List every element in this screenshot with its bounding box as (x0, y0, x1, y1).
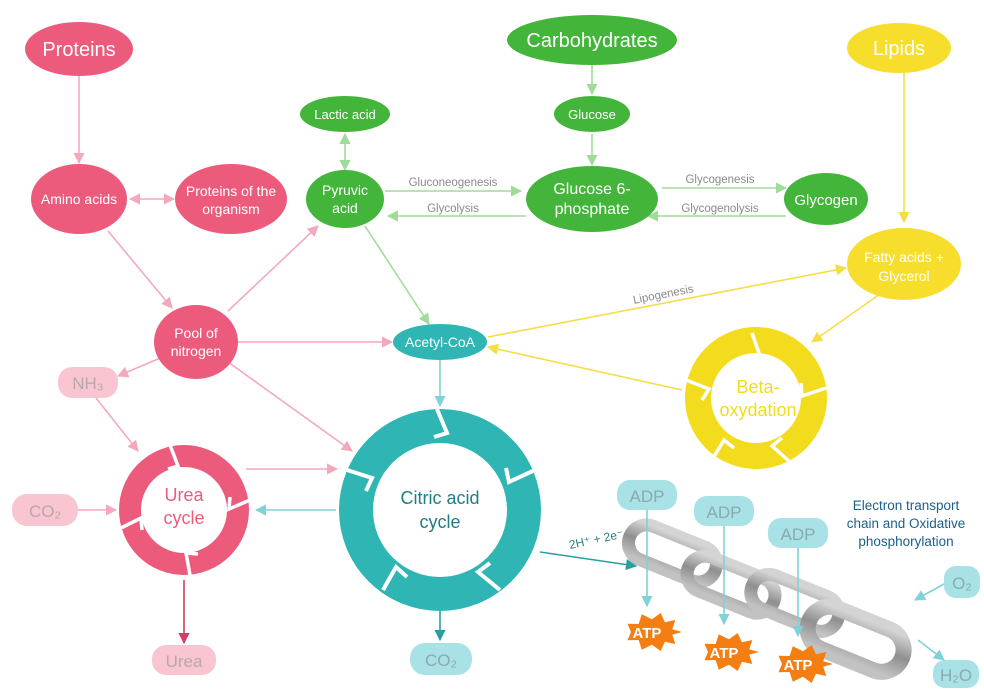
atp-2-label: ATP (710, 645, 739, 662)
pill-nh3-label: NH₃ (72, 374, 103, 393)
pills: NH₃ CO₂ Urea CO₂ ADP ADP ADP O₂ H₂O (12, 367, 980, 688)
pill-co2-bottom (410, 643, 472, 675)
node-glucose-6-phosphate (526, 166, 658, 232)
etc-description: Electron transport chain and Oxidative p… (847, 498, 966, 549)
edge-pyruvic-acetyl (364, 225, 430, 325)
node-fatty-acids-line1: Fatty acids + (864, 249, 944, 265)
node-pyruvic-acid-line2: acid (332, 200, 358, 216)
node-glucose (554, 96, 630, 132)
node-pyruvic-acid (306, 170, 384, 228)
atp-burst-1 (627, 613, 682, 651)
edge-nh3-urea (95, 397, 139, 452)
node-lactic-acid-label: Lactic acid (314, 107, 375, 122)
edge-lipogenesis (487, 264, 848, 338)
atp-3-label: ATP (784, 657, 813, 674)
node-amino-acids-label: Amino acids (41, 191, 117, 207)
citric-cycle-line1: Citric acid (400, 488, 479, 508)
etc-line-3: phosphorylation (858, 534, 953, 549)
label-glycogenolysis: Glycogenolysis (681, 203, 759, 215)
pill-adp-1-label: ADP (630, 487, 665, 506)
nodes: Proteins Carbohydrates Lipids Lactic aci… (25, 15, 961, 379)
node-pool-nitrogen-line2: nitrogen (171, 343, 222, 359)
pill-nh3 (58, 367, 118, 398)
urea-cycle-notches (120, 444, 251, 576)
atp-1-label: ATP (633, 625, 662, 642)
pill-o2 (944, 566, 980, 598)
urea-cycle: Urea cycle (119, 444, 251, 576)
node-lactic-acid (300, 96, 390, 132)
pill-o2-label: O₂ (952, 574, 972, 593)
edges (73, 63, 910, 645)
edge-amino-pool (107, 230, 173, 309)
label-glycolysis: Glycolysis (427, 203, 479, 215)
label-glycogenesis: Glycogenesis (685, 174, 754, 186)
edge-electrons (539, 551, 638, 571)
citric-cycle-ring (339, 409, 541, 611)
pill-co2-left (12, 494, 78, 526)
pill-adp-3 (768, 518, 828, 548)
node-fatty-acids (847, 228, 961, 300)
edge-o2-chain (914, 583, 945, 601)
node-proteins (25, 22, 133, 76)
label-gluconeogenesis: Gluconeogenesis (409, 177, 498, 189)
node-fatty-acids-line2: Glycerol (878, 268, 929, 284)
node-glycogen-label: Glycogen (794, 192, 857, 209)
citric-cycle-notches (346, 408, 536, 592)
etc-arrows (641, 510, 945, 661)
node-glucose-6-phosphate-line2: phosphate (555, 201, 630, 218)
node-carbohydrates-label: Carbohydrates (526, 30, 657, 52)
node-glucose-label: Glucose (568, 107, 616, 122)
urea-cycle-line1: Urea (164, 485, 204, 505)
atp-burst-3 (778, 645, 833, 683)
beta-cycle-notches (685, 332, 827, 464)
node-amino-acids (31, 164, 127, 234)
pill-adp-1 (617, 480, 677, 510)
node-proteins-organism-line2: organism (202, 201, 260, 217)
label-electrons: 2H⁺ + 2e⁻ (568, 527, 625, 552)
beta-oxidation-cycle: Beta- oxydation (685, 327, 827, 469)
edge-chain-h2o (917, 639, 945, 661)
pill-urea (152, 645, 216, 675)
pill-urea-label: Urea (166, 652, 203, 671)
node-glucose-6-phosphate-line1: Glucose 6- (553, 181, 630, 198)
edge-pool-citric (227, 361, 353, 452)
node-lipids-label: Lipids (873, 38, 925, 60)
node-pool-nitrogen-line1: Pool of (174, 325, 218, 341)
urea-cycle-line2: cycle (163, 508, 204, 528)
edge-beta-acetyl (486, 343, 683, 391)
beta-cycle-line2: oxydation (719, 400, 796, 420)
atp-burst-2 (704, 633, 759, 671)
node-proteins-organism-line1: Proteins of the (186, 183, 276, 199)
urea-cycle-ring (119, 445, 249, 575)
node-acetyl-coa (393, 324, 487, 360)
edge-pool-nh3 (116, 355, 166, 378)
atp-bursts: ATP ATP ATP (627, 613, 833, 683)
node-pyruvic-acid-line1: Pyruvic (322, 182, 368, 198)
pill-adp-2 (694, 496, 754, 526)
node-pool-nitrogen (154, 305, 238, 379)
chain-link-3 (744, 567, 846, 638)
citric-cycle-line2: cycle (419, 512, 460, 532)
citric-acid-cycle: Citric acid cycle (339, 408, 541, 611)
pill-h2o-label: H₂O (940, 666, 972, 685)
pill-adp-2-label: ADP (707, 503, 742, 522)
etc-line-2: chain and Oxidative (847, 516, 966, 531)
pill-h2o (933, 660, 979, 688)
node-lipids (847, 23, 951, 73)
beta-cycle-line1: Beta- (736, 377, 779, 397)
pill-adp-3-label: ADP (781, 525, 816, 544)
node-carbohydrates (507, 15, 677, 65)
edge-fatty-beta (811, 293, 881, 343)
etc-line-1: Electron transport (853, 498, 960, 513)
chain-link-4 (799, 598, 912, 680)
edge-pool-pyruvic (227, 225, 319, 312)
node-proteins-organism (175, 164, 287, 234)
node-proteins-label: Proteins (42, 39, 115, 61)
chain-link-1 (622, 518, 723, 589)
node-acetyl-coa-label: Acetyl-CoA (405, 334, 476, 350)
node-glycogen (784, 173, 868, 225)
pill-co2-bottom-label: CO₂ (425, 651, 457, 670)
pill-co2-left-label: CO₂ (29, 502, 61, 521)
